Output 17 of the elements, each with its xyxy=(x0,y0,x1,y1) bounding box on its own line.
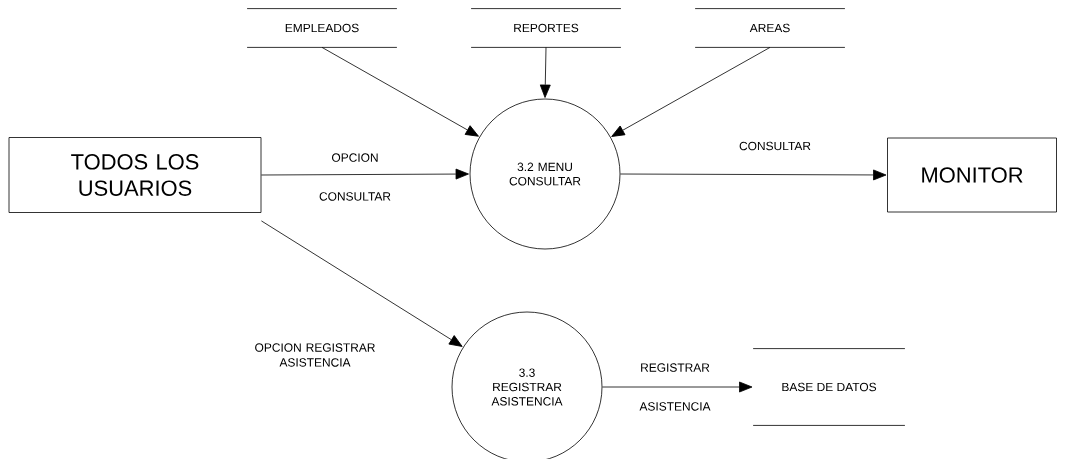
arrow xyxy=(539,47,551,98)
data-store: REPORTES xyxy=(470,8,622,48)
arrow xyxy=(261,168,469,180)
data-store: AREAS xyxy=(694,8,846,48)
edge-label: OPCION CONSULTAR xyxy=(319,153,391,201)
data-store: BASE DE DATOS xyxy=(752,348,906,426)
entity-box: MONITOR xyxy=(887,137,1057,213)
arrow xyxy=(321,47,479,137)
arrow xyxy=(620,169,887,181)
data-store: EMPLEADOS xyxy=(246,8,398,48)
arrow xyxy=(602,381,753,393)
arrow xyxy=(611,47,771,137)
edge-label: OPCION REGISTRAR ASISTENCIA xyxy=(255,343,375,367)
edge-label: REGISTRAR ASISTENCIA xyxy=(639,363,711,411)
arrow xyxy=(261,220,463,347)
edge-label: CONSULTAR xyxy=(739,141,811,151)
entity-box: TODOS LOS USUARIOS xyxy=(8,137,262,213)
